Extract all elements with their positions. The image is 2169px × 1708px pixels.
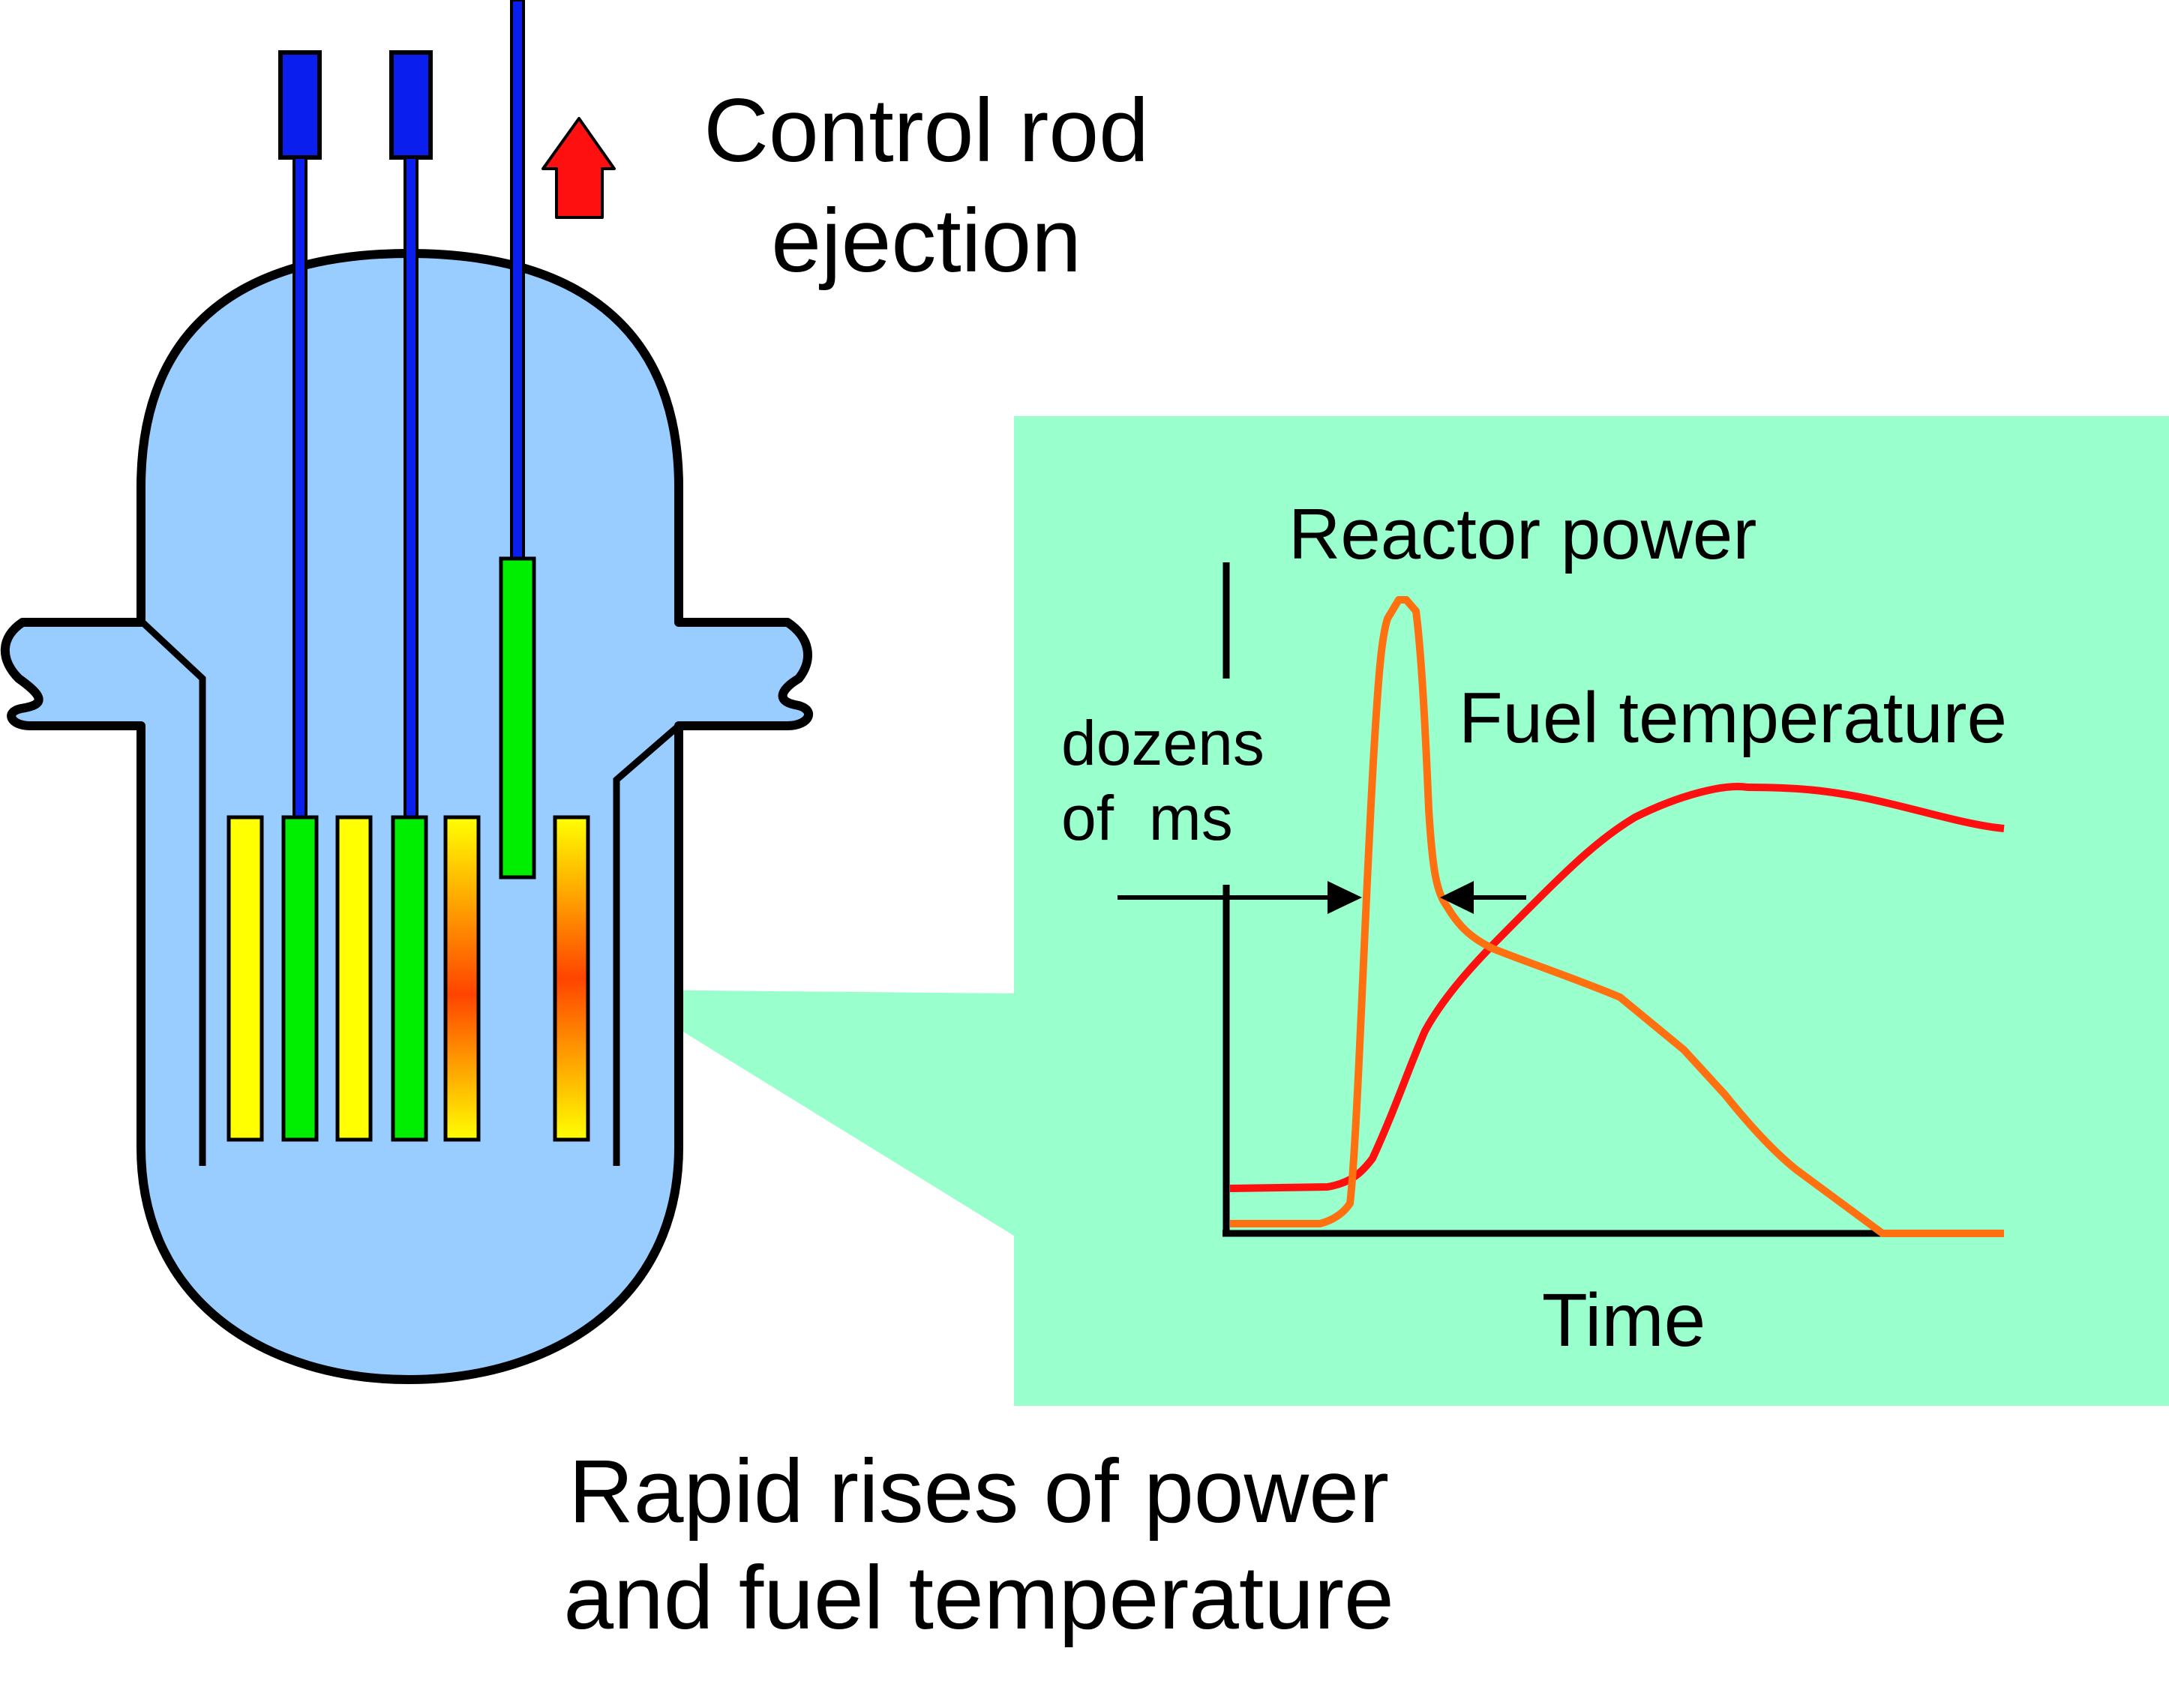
caption: and fuel temperature [563,1548,1394,1648]
hot-fuel-rod [553,815,590,1142]
drive-shaft-ejected [510,0,525,562]
up-arrow-icon [542,117,616,219]
control-rod [391,815,428,1142]
zoom-callout-wedge [615,990,1016,1237]
reactor-core [226,556,590,1142]
control-rod-ejection-label: ejection [771,190,1082,291]
fuel-rod [226,815,264,1142]
reactor-power-curve [1230,596,2004,1237]
control-rod-drives [278,0,525,819]
drive-head-2 [389,50,433,160]
inset-background [1014,416,2169,1406]
hot-fuel-rod [443,815,481,1142]
time-axis-label: Time [1542,1278,1706,1362]
control-rod [281,815,319,1142]
inset-plot: Reactor power Fuel temperature dozens of… [1061,494,2007,1362]
drive-shaft-1 [292,156,308,819]
duration-label: dozens [1061,708,1264,778]
reactor-power-label: Reactor power [1288,494,1756,574]
core-barrel-left [140,619,206,1166]
arrow-left-icon [1440,881,1474,914]
core-barrel-right [613,723,681,1166]
power-temperature-inset [615,416,2169,1406]
arrow-right-icon [1328,881,1362,914]
ejected-control-rod [499,556,536,879]
fuel-temperature-curve [1229,783,2005,1192]
control-rod-ejection-label: Control rod [704,80,1149,181]
fuel-rod [335,815,373,1142]
drive-head-1 [278,50,322,160]
caption: Rapid rises of power [568,1441,1389,1542]
drive-shaft-2 [404,156,418,819]
fuel-temperature-label: Fuel temperature [1459,678,2007,758]
duration-label: of ms [1061,783,1233,853]
